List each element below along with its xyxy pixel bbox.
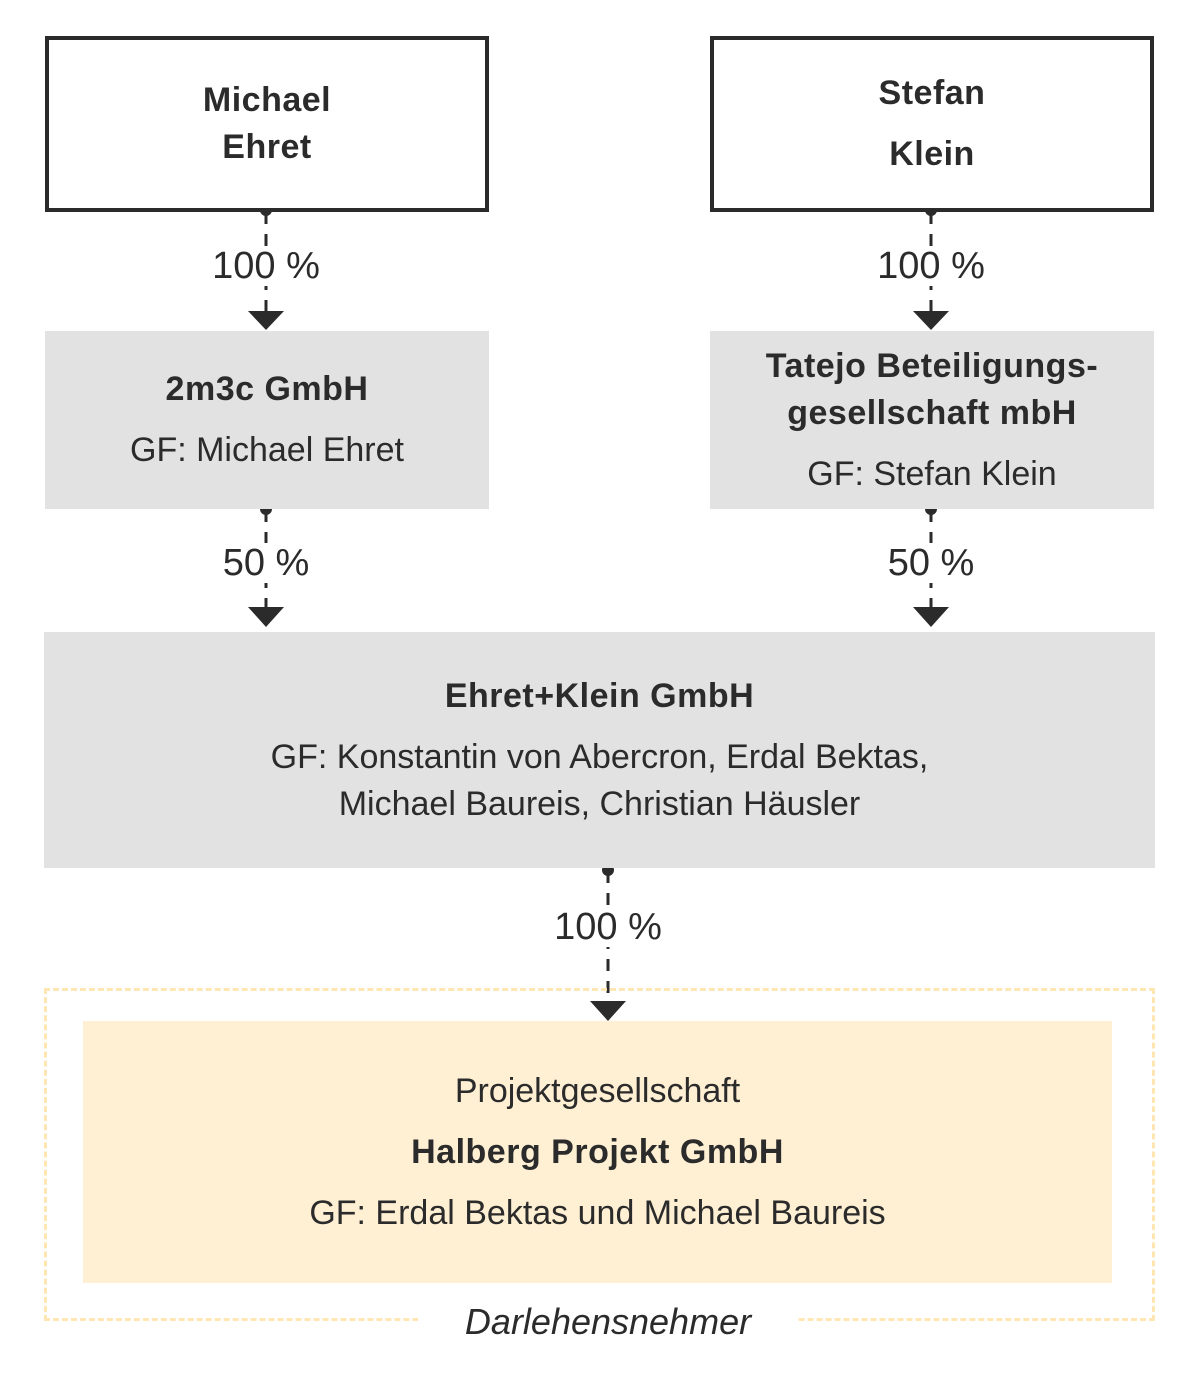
arrow-down-icon (913, 607, 949, 627)
ownership-percent-2m3c-ek: 50 % (220, 542, 312, 584)
company-gf: GF: Michael Ehret (130, 431, 404, 469)
company-ehret-klein: Ehret+Klein GmbH GF: Konstantin von Aber… (44, 632, 1155, 868)
arrow-down-icon (248, 311, 284, 330)
company-name: 2m3c GmbH (165, 370, 369, 408)
company-name: Ehret+Klein GmbH (444, 676, 755, 715)
ownership-percent-tatejo-ek: 50 % (885, 542, 977, 584)
project-gf: GF: Erdal Bektas und Michael Baureis (309, 1193, 886, 1232)
project-name: Halberg Projekt GmbH (411, 1132, 784, 1171)
arrow-down-icon (590, 1001, 626, 1021)
ownership-percent-klein-tatejo: 100 % (875, 245, 987, 287)
arrow-down-icon (913, 311, 949, 330)
company-halberg-projekt: Projektgesellschaft Halberg Projekt GmbH… (83, 1021, 1112, 1283)
person-name-line1: Michael (202, 81, 332, 119)
arrow-down-icon (248, 607, 284, 627)
person-name-line2: Klein (889, 135, 975, 173)
company-tatejo: Tatejo Beteiligungs- gesellschaft mbH GF… (710, 331, 1154, 509)
company-2m3c: 2m3c GmbH GF: Michael Ehret (45, 331, 489, 509)
person-stefan-klein: Stefan Klein (710, 36, 1154, 212)
person-michael-ehret: Michael Ehret (45, 36, 489, 212)
ownership-percent-ehret-2m3c: 100 % (210, 245, 322, 287)
ownership-percent-ek-halberg: 100 % (552, 906, 664, 948)
company-name-line2: gesellschaft mbH (787, 393, 1077, 432)
person-name-line1: Stefan (878, 74, 986, 112)
company-name-line1: Tatejo Beteiligungs- (765, 346, 1099, 385)
borrower-label: Darlehensnehmer (418, 1300, 798, 1344)
company-gf-line2: Michael Baureis, Christian Häusler (338, 784, 861, 823)
company-gf: GF: Stefan Klein (807, 454, 1057, 493)
person-name-line2: Ehret (222, 128, 312, 166)
project-label: Projektgesellschaft (454, 1071, 741, 1110)
company-gf-line1: GF: Konstantin von Abercron, Erdal Bekta… (270, 737, 929, 776)
